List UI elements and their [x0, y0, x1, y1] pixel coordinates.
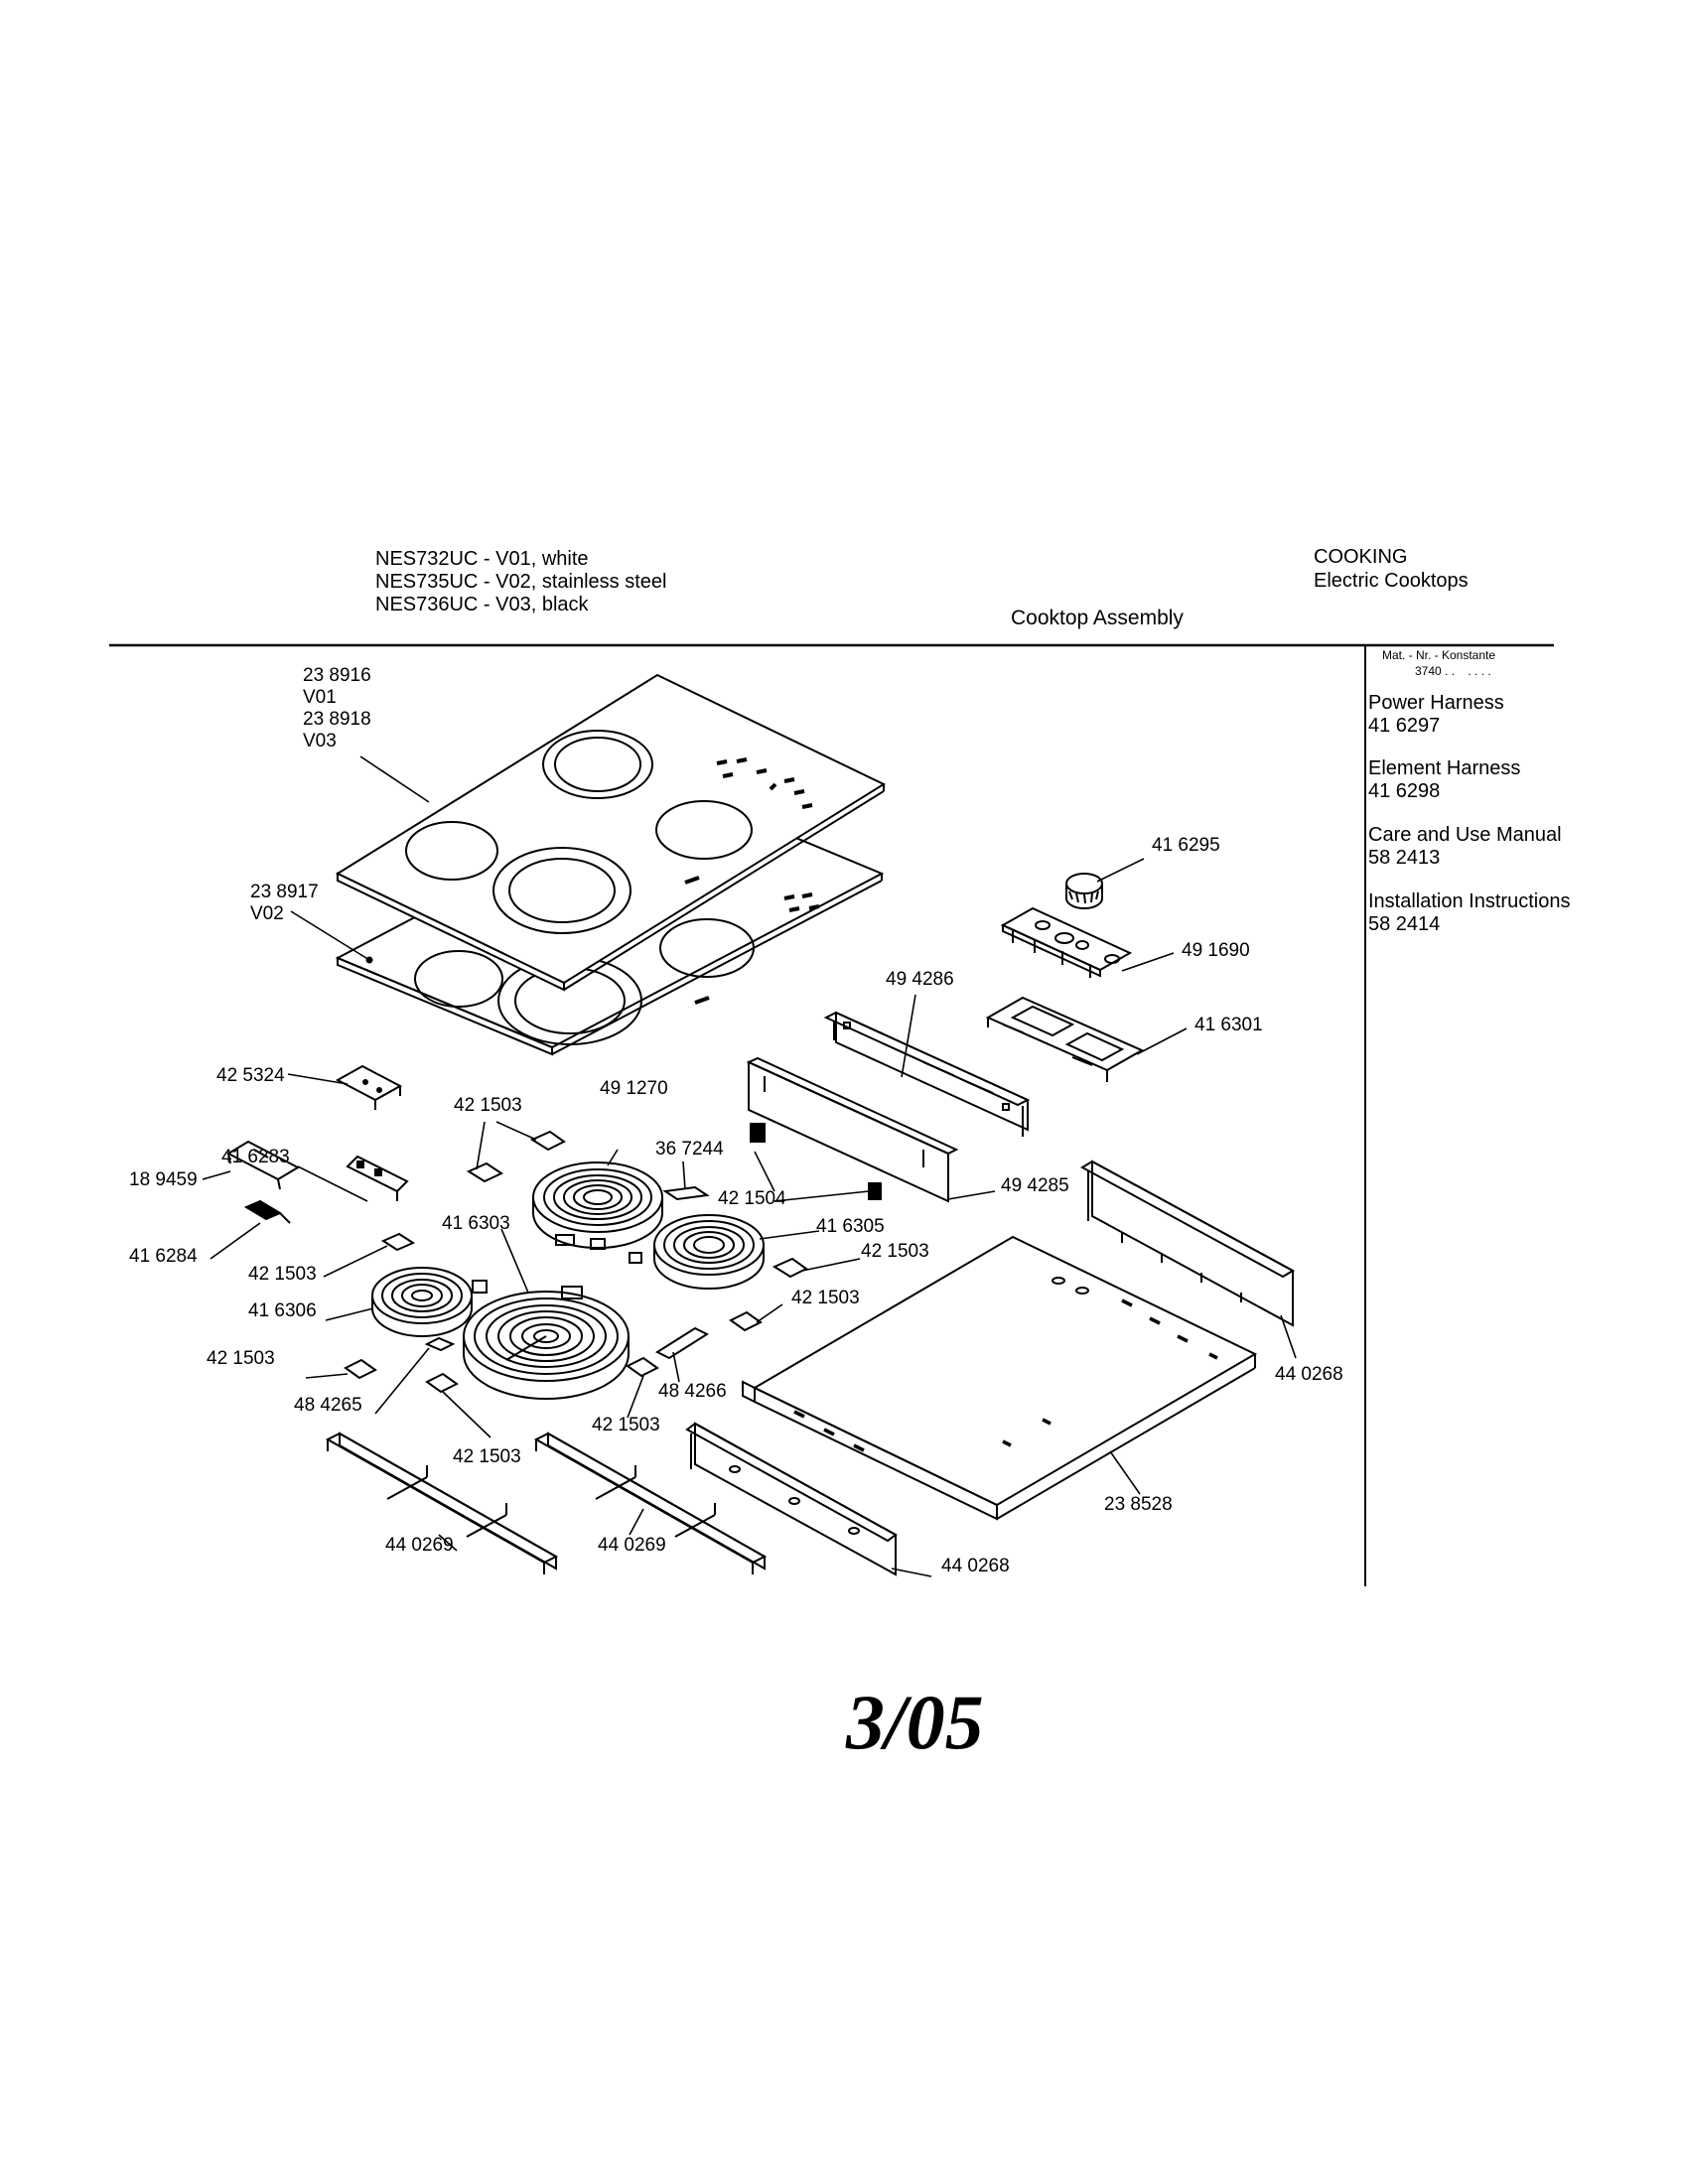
- model-line: NES736UC - V03, black: [375, 594, 589, 615]
- sidebar-item-number: 58 2413: [1368, 847, 1441, 869]
- sidebar-item: Element Harness 41 6298: [1368, 757, 1520, 803]
- label-support-left: 44 0269: [385, 1535, 454, 1556]
- page-title: Cooktop Assembly: [1011, 607, 1184, 629]
- bracket-small-group: [344, 1232, 808, 1394]
- model-line: NES732UC - V01, white: [375, 548, 589, 570]
- pan: [742, 1235, 1258, 1521]
- element-rear: [532, 1161, 663, 1250]
- label-element-left: 41 6306: [248, 1300, 317, 1321]
- variant: V02: [250, 903, 284, 924]
- sidebar-item-name: Element Harness: [1368, 757, 1521, 779]
- bracket-small: [466, 1130, 566, 1183]
- strip-rear: [662, 1185, 710, 1201]
- clip-41-6283: [346, 1155, 409, 1201]
- sidebar-item: Installation Instructions 58 2414: [1368, 890, 1570, 936]
- label-strip-rear: 36 7244: [655, 1139, 724, 1160]
- label-clip-b: 41 6283: [221, 1147, 290, 1167]
- sidebar-item: Care and Use Manual 58 2413: [1368, 824, 1562, 870]
- label-element-big: 41 6303: [442, 1213, 510, 1234]
- label-pan: 23 8528: [1104, 1494, 1173, 1515]
- label-bracket-right-1: 42 1503: [861, 1241, 929, 1262]
- subcategory-label: Electric Cooktops: [1314, 570, 1469, 592]
- sidebar-item-number: 58 2414: [1368, 913, 1441, 935]
- label-control-bracket: 41 6301: [1194, 1015, 1263, 1035]
- sidebar-item: Power Harness 41 6297: [1368, 692, 1504, 738]
- label-bracket-bottom-mid: 42 1503: [592, 1415, 660, 1435]
- label-bracket-left: 42 1503: [248, 1264, 317, 1285]
- clip-18-9459: [225, 1140, 301, 1190]
- sidebar-item-number: 41 6297: [1368, 715, 1441, 737]
- label-control-board: 49 1690: [1182, 940, 1250, 961]
- label-support-right: 44 0269: [598, 1535, 666, 1556]
- label-element-rear: 49 1270: [600, 1078, 668, 1099]
- sidebar-item-number: 41 6298: [1368, 780, 1441, 802]
- label-glass-top: 23 8916 V01 23 8918 V03: [303, 665, 371, 752]
- part-number: 23 8918: [303, 709, 371, 730]
- revision-date: 3/05: [846, 1679, 984, 1765]
- model-line: NES735UC - V02, stainless steel: [375, 571, 667, 593]
- support-right: [533, 1432, 768, 1574]
- mat-value: 3740 . . . . . .: [1415, 664, 1491, 678]
- label-strip-right: 48 4266: [658, 1381, 727, 1402]
- label-rail-front: 44 0268: [941, 1556, 1010, 1576]
- support-left: [325, 1432, 559, 1574]
- element-big: [463, 1286, 630, 1400]
- control-board: [1000, 906, 1133, 978]
- label-strip-left: 48 4265: [294, 1395, 362, 1416]
- category-label: COOKING: [1314, 546, 1408, 568]
- label-bracket-top: 42 1503: [454, 1095, 522, 1116]
- glass-top-v01: [335, 673, 887, 992]
- label-bracket-mid-right: 42 1503: [791, 1288, 860, 1308]
- model-list: NES732UC - V01, white NES735UC - V02, st…: [375, 548, 666, 616]
- rear-panel: [823, 1011, 1031, 1137]
- clip-41-6284: [243, 1199, 291, 1224]
- label-clip-a: 42 5324: [216, 1065, 285, 1086]
- strips: [424, 1326, 710, 1360]
- element-right: [629, 1214, 765, 1290]
- label-glass-top-v02: 23 8917 V02: [250, 882, 319, 925]
- variant: V03: [303, 731, 337, 751]
- rail-side: [1079, 1160, 1296, 1327]
- label-element-right: 41 6305: [816, 1216, 885, 1237]
- part-number: 23 8916: [303, 665, 371, 686]
- label-connector: 42 1504: [718, 1188, 786, 1209]
- variant: V01: [303, 687, 337, 708]
- sidebar-item-name: Care and Use Manual: [1368, 824, 1562, 846]
- label-knob: 41 6295: [1152, 835, 1220, 856]
- element-left: [371, 1267, 488, 1337]
- label-bracket-lower-left: 42 1503: [207, 1348, 275, 1369]
- rear-shield: [746, 1056, 959, 1203]
- sidebar-item-name: Power Harness: [1368, 692, 1504, 714]
- sidebar-item-name: Installation Instructions: [1368, 890, 1571, 912]
- control-knob: [1065, 873, 1103, 909]
- label-rear-shield: 49 4285: [1001, 1175, 1069, 1196]
- label-rear-panel: 49 4286: [886, 969, 954, 990]
- rail-front: [685, 1422, 898, 1576]
- label-clip-d: 41 6284: [129, 1246, 198, 1267]
- connector: [750, 1123, 882, 1200]
- part-number: 23 8917: [250, 882, 319, 902]
- label-clip-c: 18 9459: [129, 1169, 198, 1190]
- label-bracket-bottom-left: 42 1503: [453, 1446, 521, 1467]
- mat-header: Mat. - Nr. - Konstante: [1382, 648, 1496, 662]
- label-rail-side: 44 0268: [1275, 1364, 1343, 1385]
- clip-42-5324: [335, 1064, 403, 1110]
- control-bracket: [985, 996, 1145, 1082]
- leader-lines: [202, 755, 1297, 1577]
